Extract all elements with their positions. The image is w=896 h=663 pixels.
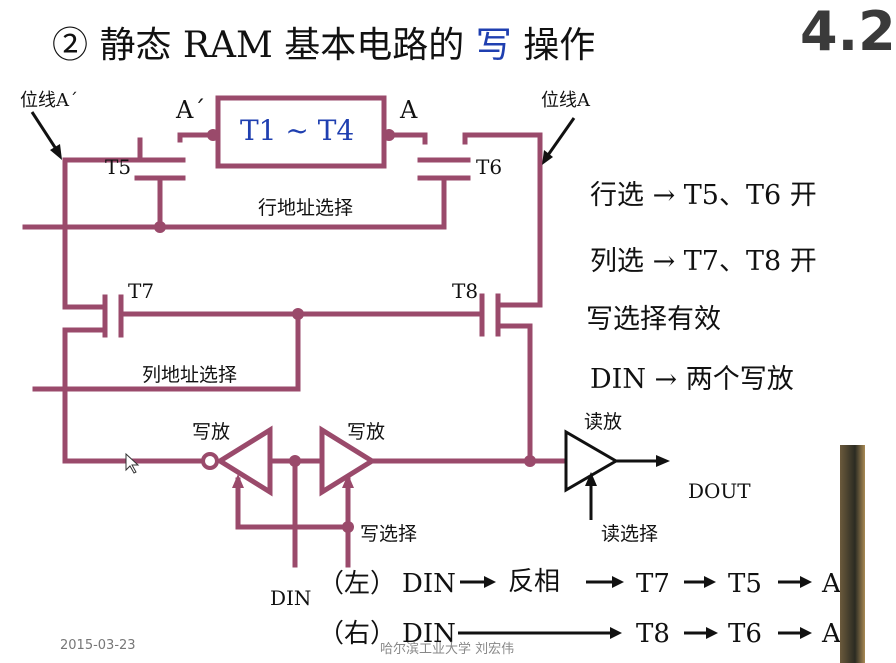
bitline-right-lower-wire xyxy=(372,323,533,464)
title-highlight: 写 xyxy=(475,25,512,66)
path-right-arrowhead-2 xyxy=(706,627,718,639)
presenter-video-thumbnail xyxy=(840,445,865,663)
read-amp-label: 读放 xyxy=(584,411,622,433)
dout-arrowhead xyxy=(656,455,670,467)
title-suffix: 操作 xyxy=(511,25,596,66)
t5-label: T5 xyxy=(105,155,131,179)
write-select-wire xyxy=(235,477,351,568)
path-right-arrowhead-1 xyxy=(610,627,622,639)
path-right-node: A xyxy=(821,619,842,649)
bitline-right-wire xyxy=(495,157,543,308)
amplifiers xyxy=(215,425,670,520)
cell-label: T1 ~ T4 xyxy=(240,114,354,147)
col-select-label: 列地址选择 xyxy=(142,364,237,386)
write-select-label: 写选择 xyxy=(360,523,417,545)
read-select-arrowhead xyxy=(585,472,597,486)
path-right-t6: T6 xyxy=(728,619,762,649)
bitline-right-label: 位线A xyxy=(541,90,591,111)
path-left-arrowhead-2 xyxy=(612,576,624,588)
path-left-node: A xyxy=(821,569,842,599)
junction-read xyxy=(524,455,536,467)
t6-label: T6 xyxy=(476,155,502,179)
path-right-t8: T8 xyxy=(636,619,670,649)
sram-write-circuit-diagram: T1 ~ T4 A´ A 位线A´ 位线A 行地址选择 列地址选择 T5 T6 … xyxy=(20,90,842,649)
junction-node-right xyxy=(383,129,395,141)
footer-credit: 哈尔滨工业大学 刘宏伟 xyxy=(380,642,515,657)
node-right-label: A xyxy=(399,96,418,124)
bitline-left-label: 位线A´ xyxy=(20,90,78,111)
row-select-label: 行地址选择 xyxy=(258,197,353,219)
read-select-label: 读选择 xyxy=(601,523,658,545)
col-select-line xyxy=(32,311,301,392)
bitline-left-wire xyxy=(62,157,108,310)
circuit-wires xyxy=(22,95,568,568)
notes-panel: 行选 → T5、T6 开 列选 → T7、T8 开 写选择有效 DIN → 两个… xyxy=(586,180,817,395)
note-write-enable: 写选择有效 xyxy=(586,304,721,335)
mouse-cursor-icon xyxy=(125,452,140,474)
t8-label: T8 xyxy=(452,279,478,303)
path-left-t5: T5 xyxy=(728,569,762,599)
circuit-labels: T1 ~ T4 A´ A 位线A´ 位线A 行地址选择 列地址选择 T5 T6 … xyxy=(20,90,751,610)
signal-paths: （左） DIN 反相 T7 T5 A （右） DIN T8 T6 A xyxy=(318,567,842,649)
path-left-invert: 反相 xyxy=(508,567,560,597)
bitline-pointers xyxy=(30,111,576,165)
node-left-label: A´ xyxy=(175,96,205,124)
note-row-select: 行选 → T5、T6 开 xyxy=(590,180,817,211)
path-left-arrowhead-1 xyxy=(484,576,496,588)
path-left-arrowhead-3 xyxy=(704,576,716,588)
junction-col xyxy=(292,308,304,320)
title-prefix: ② 静态 RAM 基本电路的 xyxy=(52,25,476,66)
path-right-arrowhead-3 xyxy=(800,627,812,639)
path-right-tag: （右） xyxy=(318,619,396,649)
write-amp-right-label: 写放 xyxy=(347,421,385,443)
dout-label: DOUT xyxy=(688,479,751,503)
path-left-din: DIN xyxy=(402,569,456,599)
note-col-select: 列选 → T7、T8 开 xyxy=(590,246,817,277)
bitline-left-pointer-head xyxy=(50,144,62,160)
write-amp-left xyxy=(215,425,273,497)
junction-din xyxy=(289,455,301,467)
t6-right-wire xyxy=(462,132,543,163)
path-left-arrowhead-4 xyxy=(800,576,812,588)
junction-node-left xyxy=(207,129,219,141)
page-title: ② 静态 RAM 基本电路的 写 操作 xyxy=(52,16,595,68)
bitline-right-pointer xyxy=(544,117,576,159)
path-left-t7: T7 xyxy=(636,569,670,599)
write-amp-left-label: 写放 xyxy=(192,421,230,443)
t7-label: T7 xyxy=(128,279,154,303)
inverter-bubble xyxy=(201,452,219,470)
din-label: DIN xyxy=(270,586,311,610)
note-din: DIN → 两个写放 xyxy=(590,364,794,395)
path-left-tag: （左） xyxy=(318,569,396,599)
cell-left-wire xyxy=(177,132,221,143)
junction-write-select xyxy=(342,521,354,533)
footer-date: 2015-03-23 xyxy=(60,638,136,653)
path-right-din: DIN xyxy=(402,619,456,649)
junction-dots xyxy=(154,129,536,533)
bitline-left-pointer xyxy=(30,111,60,153)
write-select-arrowhead-right xyxy=(342,474,354,488)
cell-right-wire xyxy=(381,132,428,145)
section-number: 4.2 xyxy=(800,0,896,63)
junction-row-t5 xyxy=(154,221,166,233)
bitline-left-lower-wire xyxy=(62,327,210,464)
write-select-arrowhead-left xyxy=(232,474,244,488)
bitline-right-pointer-head xyxy=(542,150,553,165)
